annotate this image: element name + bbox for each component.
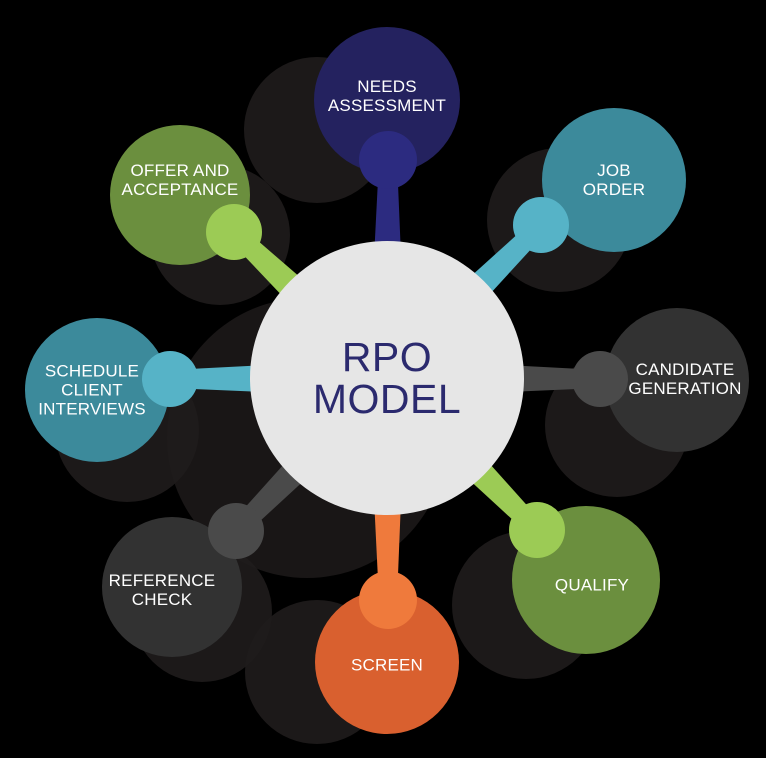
needs-assessment-knob [359,131,417,189]
candidate-generation-knob [572,351,628,407]
offer-and-acceptance-knob [206,204,262,260]
job-order-knob [513,197,569,253]
schedule-client-interviews-circle [25,318,169,462]
qualify-knob [509,502,565,558]
reference-check-circle [102,517,242,657]
schedule-client-interviews-knob [142,351,198,407]
node-layer [25,27,749,734]
center-label: RPO MODEL [312,334,462,422]
candidate-generation-circle [605,308,749,452]
reference-check-knob [208,503,264,559]
screen-circle [315,590,459,734]
needs-assessment-circle [314,27,460,173]
center-circle [250,241,524,515]
job-order-circle [542,108,686,252]
screen-knob [359,571,417,629]
